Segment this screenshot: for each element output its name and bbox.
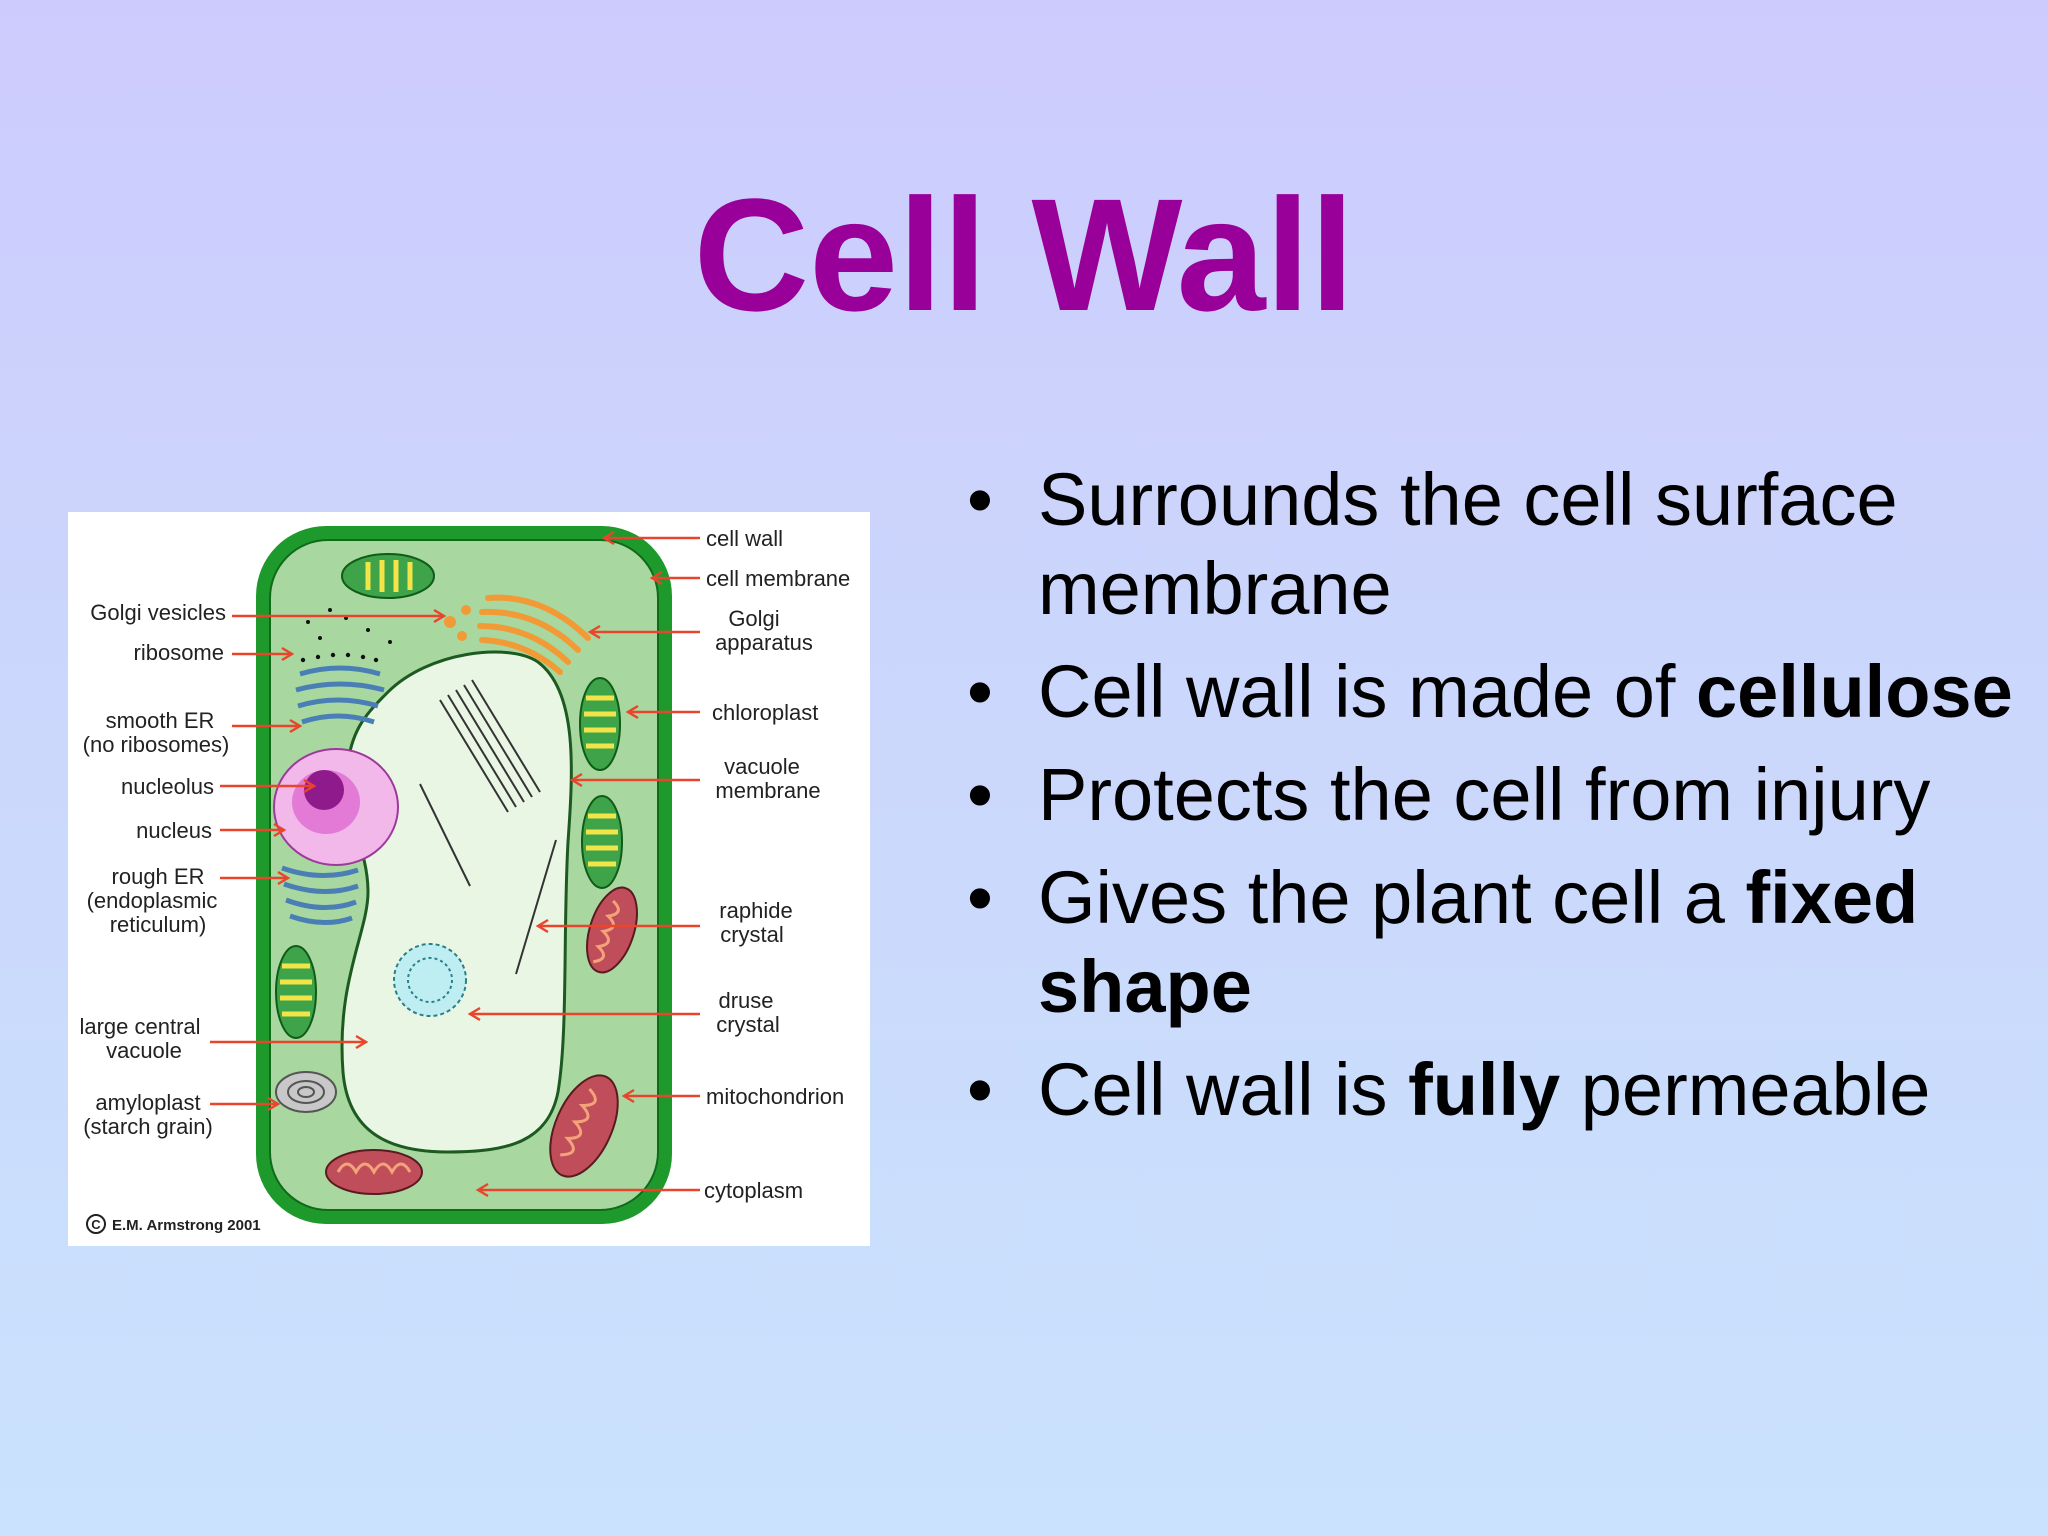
label-rough-er-note1: (endoplasmic: [87, 888, 218, 913]
bullet-bold-text: cellulose: [1696, 650, 2013, 733]
bullet-text-tail: permeable: [1560, 1048, 1931, 1131]
mitochondria-shapes: [325, 886, 638, 1195]
bullet-glyph: •: [967, 753, 993, 836]
bullet-glyph: •: [967, 458, 993, 541]
label-nucleus: nucleus: [136, 818, 212, 843]
label-vacuole-membrane-2: membrane: [715, 778, 820, 803]
copyright-icon: [86, 1214, 106, 1234]
chloroplast-shapes: [275, 553, 623, 1039]
bullet-text: Protects the cell from injury: [1038, 753, 1931, 836]
golgi-apparatus-shape: [477, 594, 591, 675]
label-large-central-vacuole-2: vacuole: [106, 1038, 182, 1063]
label-rough-er: rough ER: [112, 864, 205, 889]
label-smooth-er: smooth ER: [106, 708, 215, 733]
label-raphide-crystal-2: crystal: [720, 922, 784, 947]
druse-crystal-shape: [393, 943, 467, 1017]
label-cell-wall: cell wall: [706, 526, 783, 551]
amyloplast-shape: [275, 1071, 337, 1113]
label-nucleolus: nucleolus: [121, 774, 214, 799]
bullet-bold-text: fully: [1408, 1048, 1561, 1131]
label-cell-membrane: cell membrane: [706, 566, 850, 591]
label-golgi-vesicles: Golgi vesicles: [90, 600, 226, 625]
label-raphide-crystal: raphide: [719, 898, 792, 923]
bullet-text: Surrounds the cell surface membrane: [1038, 458, 1898, 630]
label-golgi-apparatus: Golgi: [728, 606, 779, 631]
label-vacuole-membrane: vacuole: [724, 754, 800, 779]
label-cytoplasm: cytoplasm: [704, 1178, 803, 1203]
label-mitochondrion: mitochondrion: [706, 1084, 844, 1109]
bullet-list: • Surrounds the cell surface membrane • …: [950, 455, 2030, 1148]
nucleus-shape: [273, 748, 399, 866]
label-druse-crystal: druse: [718, 988, 773, 1013]
slide-title: Cell Wall: [693, 165, 1355, 344]
bullet-glyph: •: [967, 1048, 993, 1131]
bullet-text: Cell wall is: [1038, 1048, 1409, 1131]
label-amyloplast: amyloplast: [95, 1090, 200, 1115]
copyright-text: E.M. Armstrong 2001: [112, 1217, 261, 1234]
bullet-item: • Gives the plant cell a fixed shape: [950, 853, 2030, 1031]
bullet-item: • Cell wall is fully permeable: [950, 1045, 2030, 1134]
label-smooth-er-note: (no ribosomes): [83, 732, 230, 757]
bullet-item: • Protects the cell from injury: [950, 750, 2030, 839]
plant-cell-diagram: Golgi vesicles ribosome smooth ER (no ri…: [68, 512, 870, 1246]
label-druse-crystal-2: crystal: [716, 1012, 780, 1037]
raphide-crystal-shape: [419, 679, 557, 975]
label-large-central-vacuole: large central: [79, 1014, 200, 1039]
bullet-text: Gives the plant cell a: [1038, 856, 1746, 939]
smooth-er-shape: [295, 665, 385, 725]
bullet-item: • Cell wall is made of cellulose: [950, 647, 2030, 736]
bullet-bold-text: fixed shape: [1038, 856, 1919, 1028]
label-arrows: [210, 530, 700, 1198]
bullet-text: Cell wall is made of: [1038, 650, 1697, 733]
label-chloroplast: chloroplast: [712, 700, 818, 725]
bullet-glyph: •: [967, 650, 993, 733]
plant-cell-illustration: Golgi vesicles ribosome smooth ER (no ri…: [79, 526, 850, 1234]
copyright-icon-glyph: C: [91, 1217, 101, 1232]
rough-er-shape: [281, 865, 359, 926]
bullet-item: • Surrounds the cell surface membrane: [950, 455, 2030, 633]
label-ribosome: ribosome: [134, 640, 224, 665]
label-rough-er-note2: reticulum): [110, 912, 207, 937]
label-golgi-apparatus-2: apparatus: [715, 630, 813, 655]
ribosome-dots: [300, 608, 392, 663]
label-amyloplast-note: (starch grain): [83, 1114, 213, 1139]
bullet-glyph: •: [967, 856, 993, 939]
golgi-vesicles-shape: [444, 605, 471, 641]
